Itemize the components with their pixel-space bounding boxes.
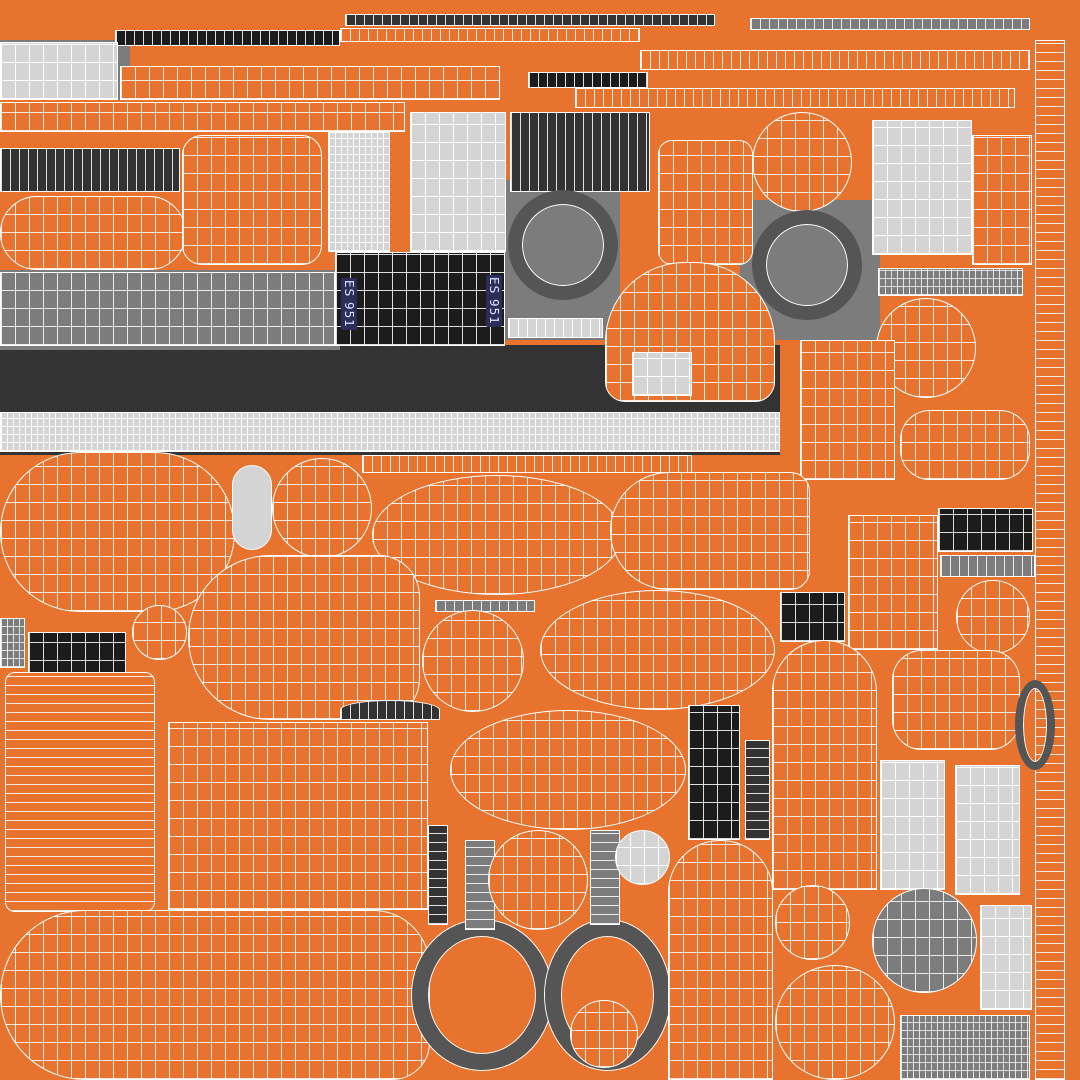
uv-island	[956, 580, 1030, 654]
uv-strip	[878, 268, 1023, 296]
uv-island	[372, 475, 622, 595]
uv-island	[772, 640, 877, 890]
uv-island	[28, 632, 126, 680]
uv-island	[188, 555, 420, 720]
uv-island	[182, 135, 322, 265]
uv-strip	[340, 700, 440, 720]
uv-strip	[0, 412, 780, 452]
uv-strip	[1035, 40, 1065, 1080]
uv-strip	[528, 72, 648, 88]
license-plate: ES 951	[341, 278, 357, 330]
uv-island	[632, 352, 692, 396]
license-plate: ES 951	[486, 275, 502, 327]
uv-strip	[435, 600, 535, 612]
uv-ring	[508, 190, 618, 300]
uv-island	[272, 458, 372, 558]
uv-island	[775, 965, 895, 1080]
uv-island	[0, 272, 335, 346]
uv-strip	[508, 318, 603, 338]
uv-island	[0, 102, 405, 132]
uv-ring	[1015, 680, 1055, 770]
uv-island	[872, 120, 972, 255]
uv-strip	[745, 740, 770, 840]
uv-island	[775, 885, 850, 960]
uv-strip	[428, 825, 448, 925]
uv-island	[900, 1015, 1030, 1080]
uv-island	[132, 605, 187, 660]
uv-island	[422, 610, 524, 712]
uv-island	[880, 760, 945, 890]
uv-island	[0, 452, 235, 612]
uv-strip	[345, 14, 715, 26]
uv-island	[800, 340, 895, 480]
uv-island	[938, 508, 1033, 552]
uv-island	[0, 910, 430, 1080]
uv-island	[980, 905, 1032, 1010]
uv-strip	[640, 50, 1030, 70]
uv-island	[780, 592, 845, 642]
uv-island	[848, 515, 938, 650]
uv-island	[752, 112, 852, 212]
uv-island	[450, 710, 686, 830]
uv-island	[335, 252, 505, 346]
uv-island	[658, 140, 753, 265]
uv-island	[0, 618, 25, 668]
uv-ring	[412, 920, 552, 1070]
uv-island	[892, 650, 1020, 750]
uv-strip	[940, 555, 1035, 577]
uv-strip	[750, 18, 1030, 30]
uv-island	[488, 830, 588, 930]
uv-island	[510, 112, 650, 192]
uv-island	[0, 148, 180, 192]
uv-island	[0, 42, 118, 100]
uv-island	[610, 472, 810, 590]
uv-island	[410, 112, 506, 252]
uv-island	[168, 722, 428, 910]
uv-island	[5, 672, 155, 912]
uv-strip	[340, 28, 640, 42]
uv-ring	[752, 210, 862, 320]
uv-strip	[115, 30, 340, 46]
uv-strip	[575, 88, 1015, 108]
uv-island	[955, 765, 1020, 895]
uv-island	[688, 705, 740, 840]
uv-island	[232, 465, 272, 550]
uv-island	[872, 888, 977, 993]
uv-island	[0, 196, 186, 270]
uv-strip	[590, 830, 620, 925]
uv-island	[668, 840, 773, 1080]
uv-island	[328, 132, 390, 252]
uv-island	[120, 66, 500, 100]
uv-island	[540, 590, 775, 710]
uv-island	[900, 410, 1030, 480]
uv-island	[972, 135, 1032, 265]
uv-island	[615, 830, 670, 885]
uv-island	[570, 1000, 638, 1068]
uv-strip	[362, 455, 692, 473]
